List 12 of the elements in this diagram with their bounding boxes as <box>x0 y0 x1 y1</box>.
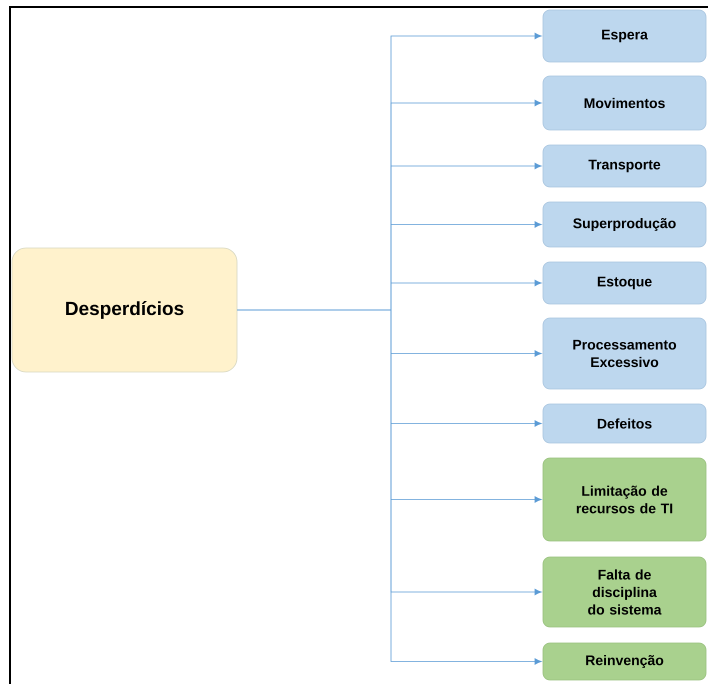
category-box: Processamento Excessivo <box>542 318 706 390</box>
category-box: Superprodução <box>542 202 706 248</box>
category-box: Falta de disciplina do sistema <box>542 556 706 628</box>
category-box: Estoque <box>542 262 706 304</box>
category-box: Espera <box>542 10 706 62</box>
arrow <box>237 310 542 665</box>
root-box: Desperdícios <box>12 248 238 372</box>
category-box: Defeitos <box>542 404 706 444</box>
category-box: Movimentos <box>542 76 706 130</box>
category-box: Limitação de recursos de TI <box>542 458 706 542</box>
category-box: Reinvenção <box>542 642 706 680</box>
category-box: Transporte <box>542 144 706 188</box>
